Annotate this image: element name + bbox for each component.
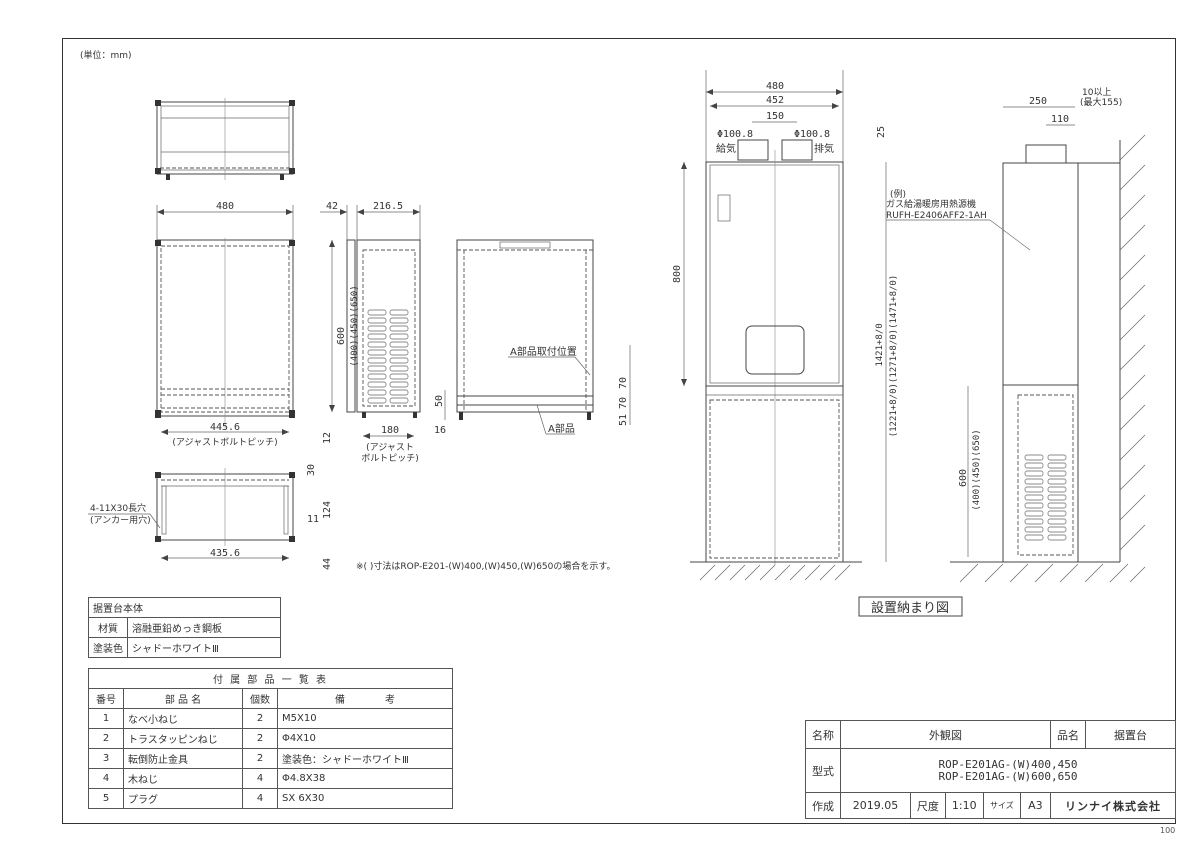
title-block: 名称 外観図 品名 据置台 型式 ROP-E201AG-(W)400,450 R…: [805, 720, 1176, 819]
model-line-2: ROP-E201AG-(W)600,650: [938, 769, 1078, 783]
svg-text:50: 50: [434, 395, 445, 407]
svg-text:A部品: A部品: [548, 422, 575, 435]
svg-text:25: 25: [876, 126, 887, 138]
base-spec-table: 据置台本体 材質溶融亜鉛めっき鋼板 塗装色シャドーホワイトⅢ: [88, 597, 281, 658]
svg-text:(400)(450)(650): (400)(450)(650): [350, 285, 360, 366]
svg-text:ボルトピッチ): ボルトピッチ): [361, 453, 419, 464]
bottom-view: 4-11X30長穴 (アンカー用穴) 435.6 30 11 124 44 ※(…: [88, 464, 615, 572]
install-side-view: 250 110 10以上 (最大155) (例) ガス給湯暖房用熱源機 RUFH…: [886, 87, 1146, 583]
svg-text:10以上: 10以上: [1082, 87, 1111, 98]
svg-text:1421+8/0: 1421+8/0: [875, 323, 885, 366]
drawing-frame: [62, 38, 1176, 824]
unit-label: (単位：mm): [80, 51, 132, 61]
rear-view: A部品取付位置 A部品 70 70 51 50: [434, 239, 631, 435]
svg-text:600: 600: [336, 327, 347, 345]
side-view: 42 216.5 600 (400)(450)(650) 12 180 1: [320, 201, 446, 464]
install-front-view: 480 452 150 Φ100.8 Φ100.8 給気 排気 25 800 1…: [672, 70, 899, 581]
svg-text:70: 70: [618, 377, 629, 389]
svg-text:480: 480: [766, 81, 784, 92]
svg-text:452: 452: [766, 95, 784, 106]
svg-text:4-11X30長穴: 4-11X30長穴: [90, 502, 146, 514]
svg-text:30: 30: [306, 464, 317, 476]
svg-text:445.6: 445.6: [210, 422, 240, 433]
svg-text:480: 480: [216, 201, 234, 212]
svg-text:11: 11: [307, 514, 319, 525]
front-view: 480 445.6 (アジャストボルトピッチ): [155, 201, 295, 448]
svg-text:A部品取付位置: A部品取付位置: [510, 345, 577, 358]
svg-text:42: 42: [326, 201, 338, 212]
svg-text:110: 110: [1051, 114, 1069, 125]
company-name: リンナイ株式会社: [1050, 792, 1176, 819]
svg-text:(最大155): (最大155): [1080, 96, 1122, 108]
model-line-1: ROP-E201AG-(W)400,450: [938, 757, 1078, 771]
svg-text:給気: 給気: [716, 142, 736, 155]
svg-text:Φ100.8: Φ100.8: [794, 129, 830, 140]
install-caption: 設置納まり図: [871, 600, 949, 616]
svg-text:150: 150: [766, 111, 784, 122]
svg-text:RUFH-E2406AFF2-1AH: RUFH-E2406AFF2-1AH: [886, 211, 987, 221]
svg-text:(アジャスト: (アジャスト: [366, 443, 414, 453]
svg-text:180: 180: [381, 425, 399, 436]
top-view-upper: [155, 98, 295, 180]
svg-text:(アンカー用穴): (アンカー用穴): [90, 514, 151, 526]
svg-text:(アジャストボルトピッチ): (アジャストボルトピッチ): [172, 437, 277, 448]
svg-text:44: 44: [322, 558, 333, 570]
svg-text:12: 12: [322, 432, 333, 444]
svg-text:250: 250: [1029, 96, 1047, 107]
svg-text:(1221+8/0)(1271+8/0)(1471+8/0): (1221+8/0)(1271+8/0)(1471+8/0): [889, 275, 899, 438]
svg-text:※( )寸法はROP-E201-(W)400,(W)450,: ※( )寸法はROP-E201-(W)400,(W)450,(W)650の場合を…: [356, 560, 615, 572]
svg-text:(400)(450)(650): (400)(450)(650): [972, 429, 982, 510]
svg-text:124: 124: [322, 501, 333, 519]
svg-text:(例): (例): [890, 188, 906, 200]
svg-text:Φ100.8: Φ100.8: [717, 129, 753, 140]
svg-text:16: 16: [434, 425, 446, 436]
sheet-number: 100: [1160, 826, 1176, 835]
svg-text:70: 70: [618, 397, 629, 409]
svg-text:800: 800: [672, 265, 683, 283]
svg-text:排気: 排気: [814, 142, 834, 155]
svg-text:216.5: 216.5: [373, 201, 403, 212]
svg-text:ガス給湯暖房用熱源機: ガス給湯暖房用熱源機: [886, 198, 976, 210]
svg-text:51: 51: [618, 414, 629, 426]
svg-text:600: 600: [958, 469, 969, 487]
svg-text:435.6: 435.6: [210, 548, 240, 559]
